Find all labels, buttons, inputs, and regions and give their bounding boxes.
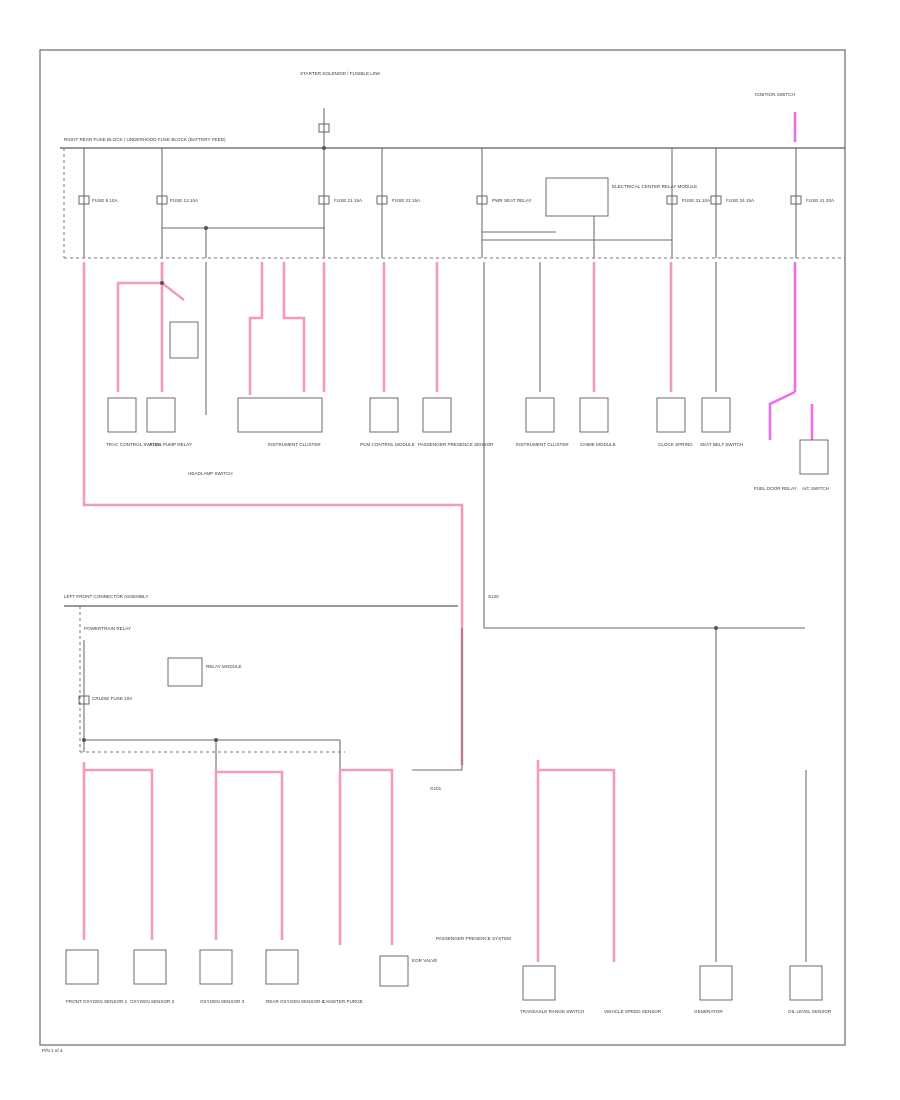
component-c2-label: FUEL PUMP RELAY bbox=[150, 442, 192, 447]
ground-label: G101 bbox=[430, 786, 442, 791]
component-c10-label: SEAT BELT SWITCH bbox=[700, 442, 743, 447]
bottom-wires bbox=[82, 628, 807, 962]
bottom-b1-label: FRONT OXYGEN SENSOR 1 bbox=[66, 999, 128, 1004]
mid-source-label: POWERTRAIN RELAY bbox=[84, 626, 131, 631]
relay-box bbox=[545, 177, 609, 217]
component-c8 bbox=[579, 397, 609, 433]
component-c3-label: HEADLAMP SWITCH bbox=[188, 471, 233, 476]
fuse-f4-label: FUSE 22 15A bbox=[392, 198, 421, 203]
bottom-b9-label: GENERATOR bbox=[694, 1009, 723, 1014]
mid-relay bbox=[167, 657, 203, 687]
component-c6 bbox=[422, 397, 452, 433]
junction-dots bbox=[82, 146, 718, 742]
fuse-f5 bbox=[476, 195, 488, 205]
mid-fuse bbox=[78, 695, 90, 705]
bottom-b10-label: OIL LEVEL SENSOR bbox=[788, 1009, 832, 1014]
right-source-label: IGNITION SWITCH bbox=[755, 92, 795, 97]
fuse-f7 bbox=[710, 195, 722, 205]
component-c7-label: INSTRUMENT CLUSTER bbox=[516, 442, 569, 447]
fuse-f4 bbox=[376, 195, 388, 205]
relay-box-label: ELECTRICAL CENTER RELAY MODULE bbox=[612, 184, 697, 189]
bottom-b5-label: CANISTER PURGE bbox=[322, 999, 363, 1004]
bottom-b7-label: TRANSAXLE RANGE SWITCH bbox=[520, 1009, 584, 1014]
component-c7 bbox=[525, 397, 555, 433]
top-box-label: RIGHT REAR FUSE BLOCK / UNDERHOOD FUSE B… bbox=[64, 137, 226, 142]
fuse-f7-label: FUSE 34 15A bbox=[726, 198, 755, 203]
component-c6-label: PASSENGER PRESENCE SENSOR bbox=[418, 442, 494, 447]
bottom-b2 bbox=[133, 949, 167, 985]
bottom-b1 bbox=[65, 949, 99, 985]
component-c2 bbox=[146, 397, 176, 433]
component-c10 bbox=[701, 397, 731, 433]
component-c1 bbox=[107, 397, 137, 433]
fuse-f8 bbox=[790, 195, 802, 205]
component-c1-label: TRAC CONTROL SWITCH bbox=[106, 442, 161, 447]
fuse-f2-label: FUSE 12 10A bbox=[170, 198, 199, 203]
fuse-f6 bbox=[666, 195, 678, 205]
fuse-f3 bbox=[318, 195, 330, 205]
top-components: TRAC CONTROL SWITCH FUEL PUMP RELAY HEAD… bbox=[106, 321, 829, 491]
bottom-b4 bbox=[265, 949, 299, 985]
fuse-f1 bbox=[78, 195, 90, 205]
bottom-b3 bbox=[199, 949, 233, 985]
fuse-f5-label: PWR SEAT RELAY bbox=[492, 198, 532, 203]
fuse-row: FUSE 9 10A FUSE 12 10A FUSE 21 15A FUSE … bbox=[78, 148, 835, 258]
fuel-relay-inner bbox=[169, 321, 199, 359]
component-c5 bbox=[369, 397, 399, 433]
splice-label: S120 bbox=[488, 594, 499, 599]
bottom-b7 bbox=[522, 965, 556, 1001]
mid-relay-label: RELAY MODULE bbox=[206, 664, 242, 669]
fuse-f3-label: FUSE 21 15A bbox=[334, 198, 363, 203]
component-c4-label: INSTRUMENT CLUSTER bbox=[268, 442, 321, 447]
bottom-b10 bbox=[789, 965, 823, 1001]
bottom-b6 bbox=[379, 955, 409, 987]
bottom-b4-label: REAR OXYGEN SENSOR 4 bbox=[266, 999, 325, 1004]
component-c9 bbox=[656, 397, 686, 433]
source-fuse bbox=[318, 123, 330, 133]
bottom-b9 bbox=[699, 965, 733, 1001]
diagram-frame bbox=[39, 49, 846, 1046]
mid-fuse-label: CRUISE FUSE 10A bbox=[92, 696, 133, 701]
component-c12 bbox=[799, 439, 829, 475]
fuse-f1-label: FUSE 9 10A bbox=[92, 198, 118, 203]
bottom-b8-label: VEHICLE SPEED SENSOR bbox=[604, 1009, 662, 1014]
fuse-f8-label: FUSE 41 20A bbox=[806, 198, 835, 203]
component-c5-label: PCM CONTROL MODULE bbox=[360, 442, 415, 447]
fuse-f2 bbox=[156, 195, 168, 205]
fuse-f6-label: FUSE 31 10A bbox=[682, 198, 711, 203]
passenger-note: PASSENGER PRESENCE SYSTEM bbox=[436, 936, 511, 941]
component-c12-label: A/C SWITCH bbox=[802, 486, 829, 491]
bottom-components: FRONT OXYGEN SENSOR 1 OXYGEN SENSOR 2 OX… bbox=[65, 786, 832, 1014]
top-source-label: STARTER SOLENOID / FUSIBLE LINK bbox=[300, 71, 381, 76]
component-c9-label: CLOCK SPRING bbox=[658, 442, 693, 447]
mid-box-label: LEFT FRONT CONNECTOR ASSEMBLY bbox=[64, 594, 148, 599]
page-reference: P/N 1 of 4 bbox=[42, 1048, 63, 1053]
component-c4 bbox=[237, 397, 323, 433]
bottom-b2-label: OXYGEN SENSOR 2 bbox=[130, 999, 175, 1004]
component-c11-label: FUEL DOOR RELAY bbox=[754, 486, 797, 491]
component-c8-label: CHIME MODULE bbox=[580, 442, 616, 447]
bottom-b6-label: EGR VALVE bbox=[412, 958, 437, 963]
bottom-b3-label: OXYGEN SENSOR 3 bbox=[200, 999, 245, 1004]
